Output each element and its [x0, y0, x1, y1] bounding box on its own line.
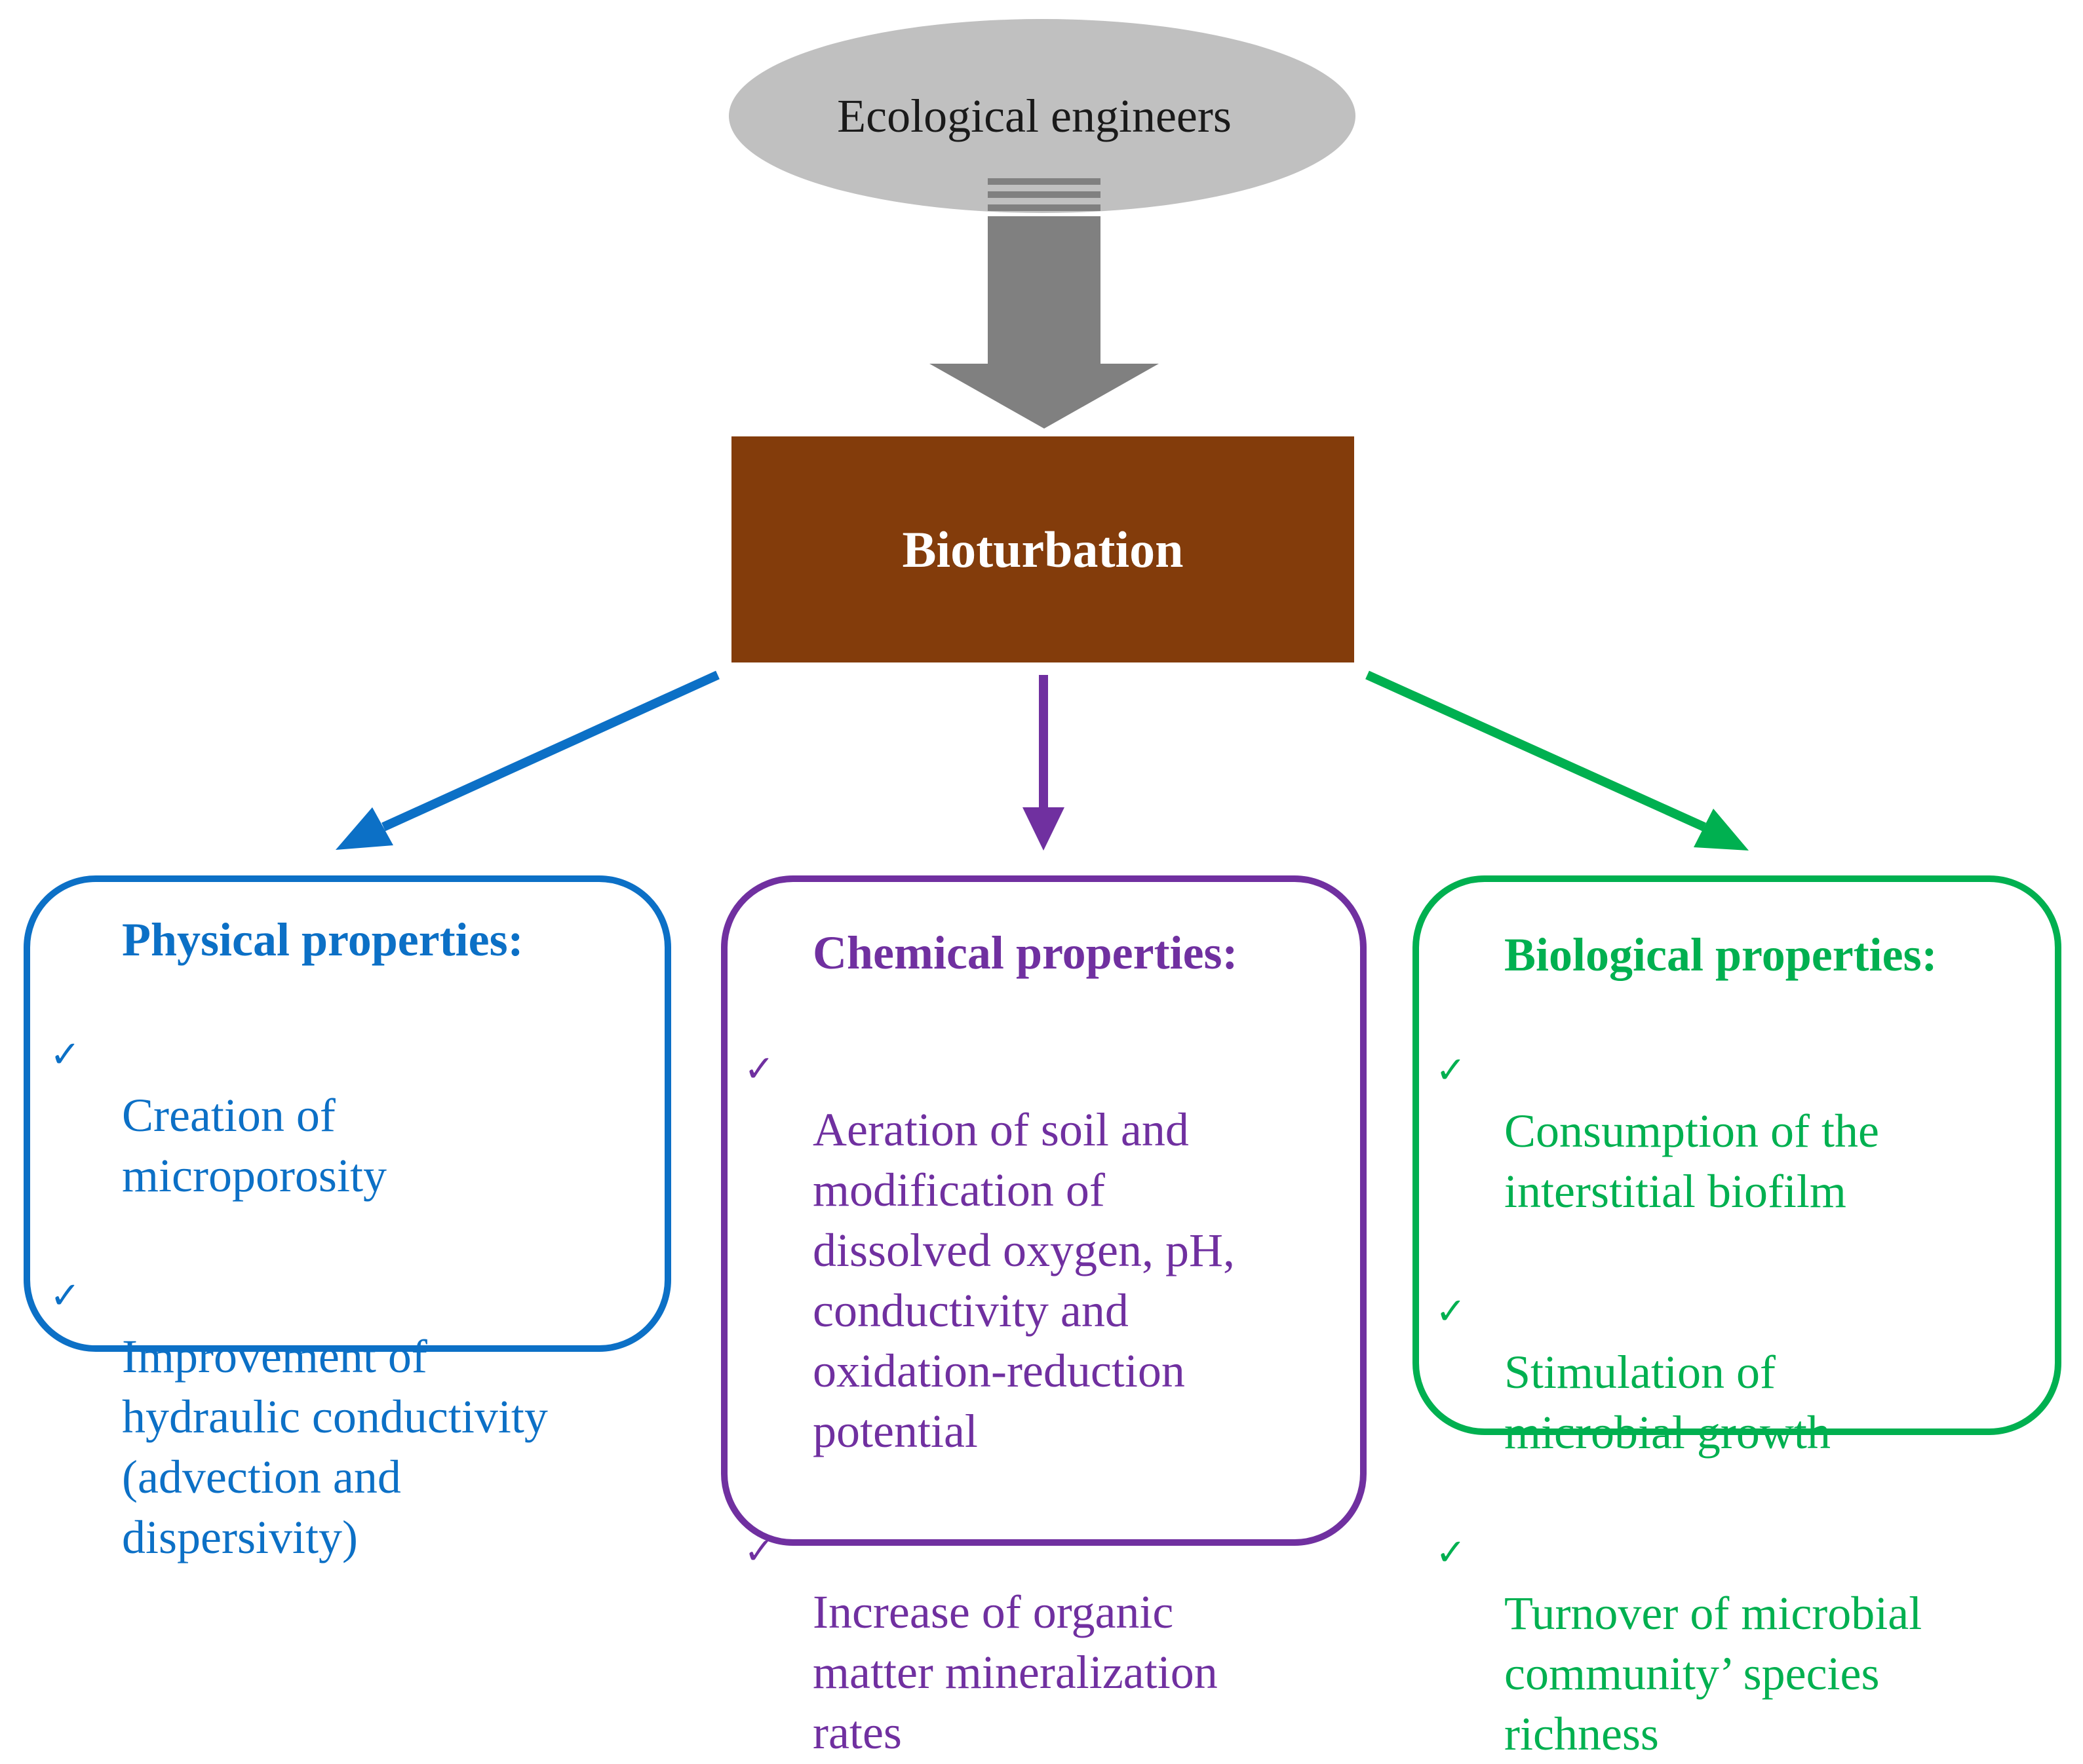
list-item: ✓ Stimulation of microbial growth	[1435, 1221, 2055, 1463]
physical-properties-list: ✓ Creation of microporosity ✓ Improvemen…	[50, 965, 666, 1567]
source-node-ellipse	[729, 19, 1355, 213]
physical-properties-title: Physical properties:	[122, 913, 524, 966]
biological-properties-panel: Biological properties: ✓ Consumption of …	[1412, 875, 2061, 1760]
center-node: Bioturbation	[731, 436, 1354, 662]
source-node-label: Ecological engineers	[837, 89, 1232, 142]
chemical-properties-title: Chemical properties:	[813, 927, 1238, 979]
center-to-physical-arrow	[336, 670, 720, 850]
check-icon: ✓	[50, 1033, 81, 1076]
source-to-center-arrow	[929, 178, 1159, 429]
list-item-text: Aeration of soil and modification of dis…	[813, 1103, 1235, 1457]
biological-properties-title: Biological properties:	[1504, 929, 1937, 981]
biological-properties-list: ✓ Consumption of the interstitial biofil…	[1435, 980, 2055, 1764]
diagram-canvas	[336, 19, 1749, 851]
list-item-text: Stimulation of microbial growth	[1504, 1346, 1831, 1459]
check-icon: ✓	[1435, 1049, 1466, 1092]
check-icon: ✓	[744, 1048, 775, 1090]
list-item-text: Increase of organic matter mineralizatio…	[813, 1586, 1218, 1759]
list-item-text: Consumption of the interstitial biofilm	[1504, 1105, 1879, 1218]
check-icon: ✓	[1435, 1290, 1466, 1333]
list-item: ✓ Increase of organic matter mineralizat…	[744, 1461, 1357, 1763]
center-to-chemical-arrow	[1022, 675, 1064, 851]
physical-properties-panel: Physical properties: ✓ Creation of micro…	[24, 875, 671, 1563]
list-item: ✓ Improvement of hydraulic conductivity …	[50, 1206, 666, 1567]
check-icon: ✓	[50, 1275, 81, 1317]
center-to-biological-arrow	[1365, 670, 1749, 851]
check-icon: ✓	[744, 1530, 775, 1573]
list-item: ✓ Consumption of the interstitial biofil…	[1435, 980, 2055, 1221]
chemical-properties-panel: Chemical properties: ✓ Aeration of soil …	[721, 875, 1367, 1759]
list-item: ✓ Aeration of soil and modification of d…	[744, 979, 1357, 1461]
chemical-properties-list: ✓ Aeration of soil and modification of d…	[744, 979, 1357, 1763]
list-item-text: Creation of microporosity	[122, 1089, 387, 1202]
list-item: ✓ Turnover of microbial community’ speci…	[1435, 1463, 2055, 1764]
list-item-text: Turnover of microbial community’ species…	[1504, 1587, 1922, 1760]
check-icon: ✓	[1435, 1531, 1466, 1574]
list-item: ✓ Creation of microporosity	[50, 965, 666, 1206]
center-node-label: Bioturbation	[902, 520, 1184, 578]
list-item-text: Improvement of hydraulic conductivity (a…	[122, 1330, 548, 1563]
